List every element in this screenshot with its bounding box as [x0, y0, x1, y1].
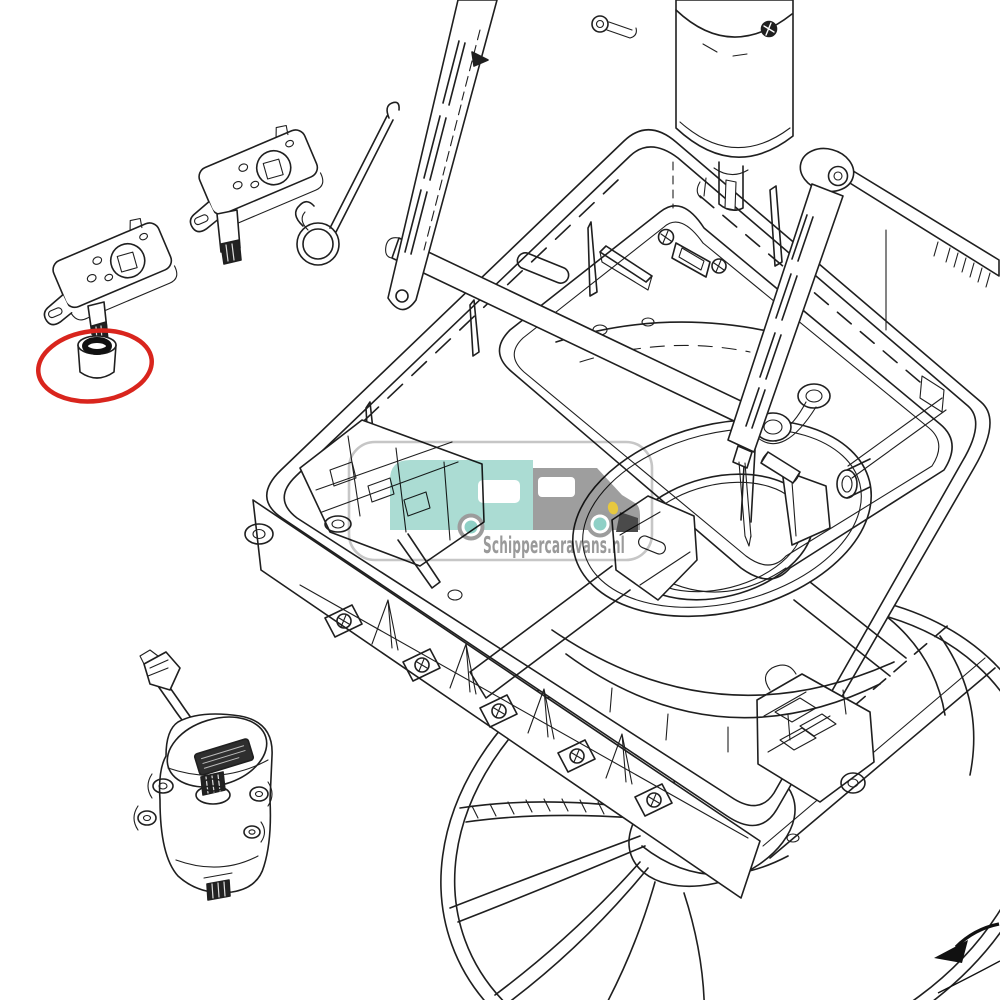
fan-motor [591, 0, 794, 212]
van-front-wheel [586, 510, 614, 538]
shaft-clip [696, 177, 707, 199]
watermark: Schippercaravans.nl [347, 440, 654, 562]
inner-tray [498, 205, 953, 580]
link-bushing [797, 383, 831, 409]
motor-label [193, 738, 255, 776]
crank-bracket-long [189, 124, 324, 265]
threaded-rod [844, 165, 1000, 277]
rivet-icon [840, 772, 866, 794]
arrow-marker [471, 51, 489, 67]
van-body [390, 460, 533, 530]
van-rear-wheel [457, 513, 485, 541]
arrowhead-icon [934, 940, 968, 963]
van-window [478, 480, 520, 503]
clevis [732, 445, 753, 469]
motor-shaft [718, 161, 744, 212]
pivot-pin [738, 461, 752, 547]
van-bumper [616, 512, 638, 532]
base-skirt [252, 499, 761, 899]
fin [587, 221, 598, 297]
support-spokes [469, 397, 947, 753]
van-headlight [607, 501, 619, 515]
dashed-edge [309, 179, 619, 473]
highlight-ellipse [36, 328, 154, 404]
van-cab-window [538, 477, 575, 497]
bearing-bushing [77, 335, 117, 379]
base-top-flange [266, 129, 991, 827]
lift-motor [133, 649, 273, 901]
crank-bracket-short [43, 217, 178, 345]
watermark-frame [347, 440, 654, 562]
motor-mount-ring [571, 418, 873, 618]
left-lift-arm [387, 0, 498, 311]
screw-icon [657, 228, 675, 246]
hinge-eye [591, 15, 609, 33]
watermark-text: Schippercaravans.nl [483, 533, 625, 559]
screw-icon [711, 258, 727, 274]
cable-connector [143, 651, 181, 691]
slot-pill [516, 252, 570, 284]
right-lift-arm [727, 147, 1000, 547]
flange-bosses [324, 599, 673, 817]
wire-spring-hook [294, 101, 400, 266]
rotation-arrow [934, 922, 1000, 994]
